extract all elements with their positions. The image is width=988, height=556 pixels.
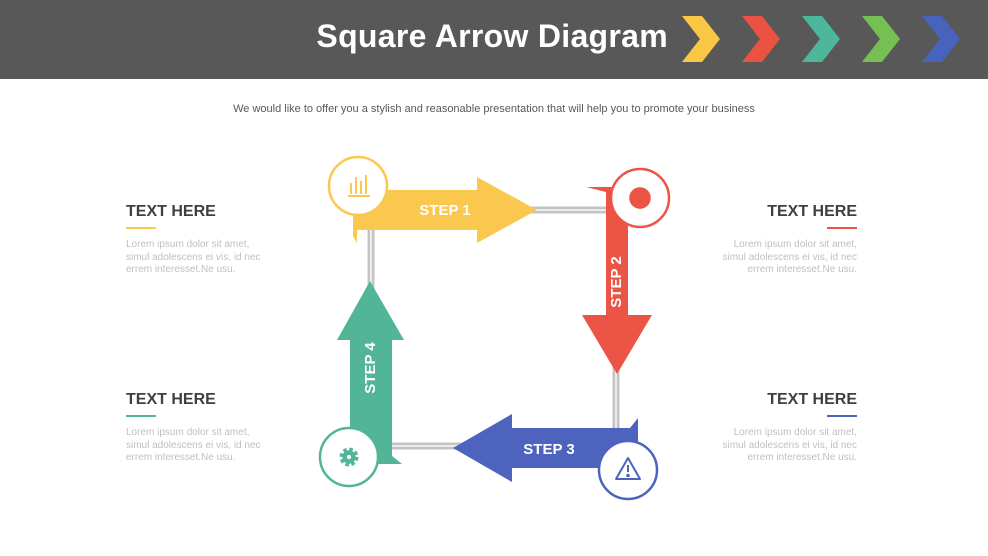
text-block-heading: TEXT HERE	[126, 203, 216, 220]
step-1-label: STEP 1	[419, 202, 470, 219]
text-block-heading: TEXT HERE	[767, 391, 857, 408]
text-block-body: Lorem ipsum dolor sit amet, simul adoles…	[126, 427, 266, 465]
body-line: errem interesset.Ne usu.	[126, 264, 236, 275]
subtitle: We would like to offer you a stylish and…	[233, 103, 755, 115]
accent-line	[827, 227, 857, 229]
chevron-icon-3	[802, 16, 840, 62]
step-2-label: STEP 2	[608, 256, 625, 307]
step-2-arrow: STEP 2	[582, 187, 652, 374]
body-line: simul adolescens ei vis, id nec	[126, 251, 261, 263]
accent-line	[126, 227, 156, 229]
step-3-arrow: STEP 3	[453, 414, 638, 482]
body-line: Lorem ipsum dolor sit amet,	[126, 427, 250, 438]
gear-icon	[318, 426, 380, 488]
body-line: Lorem ipsum dolor sit amet,	[126, 239, 250, 250]
body-line: simul adolescens ei vis, id nec	[722, 251, 857, 263]
step-3-label: STEP 3	[523, 441, 574, 458]
chevron-icon-1	[682, 16, 720, 62]
text-block-body: Lorem ipsum dolor sit amet, simul adoles…	[717, 239, 857, 277]
body-line: errem interesset.Ne usu.	[747, 452, 858, 463]
text-block-bottom-left: TEXT HERE Lorem ipsum dolor sit amet, si…	[126, 391, 266, 465]
accent-line	[126, 415, 156, 417]
chevron-icon-2	[742, 16, 780, 62]
body-line: simul adolescens ei vis, id nec	[126, 439, 261, 451]
text-block-top-left: TEXT HERE Lorem ipsum dolor sit amet, si…	[126, 203, 266, 277]
bar-chart-icon	[327, 155, 389, 217]
header-bar: Square Arrow Diagram	[0, 0, 988, 79]
warning-icon	[597, 439, 659, 501]
body-line: errem interesset.Ne usu.	[126, 452, 236, 463]
text-block-body: Lorem ipsum dolor sit amet, simul adoles…	[126, 239, 266, 277]
step-4-label: STEP 4	[362, 342, 379, 394]
step-4-arrow: STEP 4	[337, 281, 404, 464]
chevron-icon-4	[862, 16, 900, 62]
text-block-top-right: TEXT HERE Lorem ipsum dolor sit amet, si…	[717, 203, 857, 277]
chevron-decoration	[682, 16, 960, 62]
step-1-arrow: STEP 1	[353, 177, 537, 243]
body-line: simul adolescens ei vis, id nec	[722, 439, 857, 451]
page-title: Square Arrow Diagram	[316, 18, 668, 54]
text-block-heading: TEXT HERE	[126, 391, 216, 408]
text-block-body: Lorem ipsum dolor sit amet, simul adoles…	[717, 427, 857, 465]
text-block-heading: TEXT HERE	[767, 203, 857, 220]
chevron-icon-5	[922, 16, 960, 62]
accent-line	[827, 415, 857, 417]
text-block-bottom-right: TEXT HERE Lorem ipsum dolor sit amet, si…	[717, 391, 857, 465]
body-line: Lorem ipsum dolor sit amet,	[733, 427, 857, 438]
body-line: errem interesset.Ne usu.	[747, 264, 858, 275]
frame-square	[367, 206, 620, 450]
body-line: Lorem ipsum dolor sit amet,	[733, 239, 857, 250]
globe-icon	[609, 167, 671, 229]
